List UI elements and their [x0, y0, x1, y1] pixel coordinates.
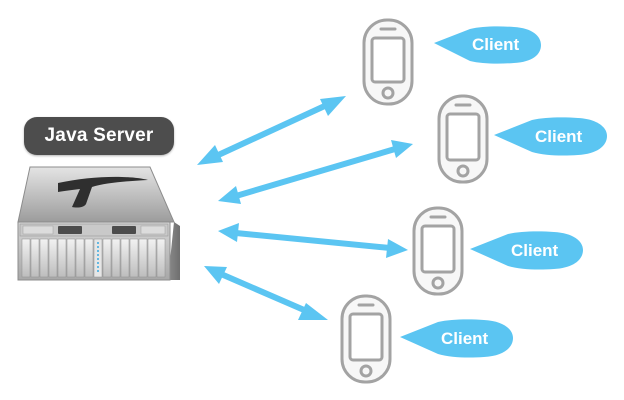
drive-bays: [21, 238, 166, 278]
client-phone-2: [437, 94, 489, 184]
connection-arrows: [197, 96, 413, 320]
arrow-client-2: [218, 140, 413, 204]
server-label: Java Server: [24, 117, 174, 155]
server-logo: [58, 176, 148, 208]
client-bubble-4: [400, 319, 513, 358]
client-phone-1: [362, 18, 414, 106]
client-label-2: Client: [535, 127, 583, 146]
client-label-3: Client: [511, 241, 559, 260]
client-bubble-3: [470, 231, 583, 270]
client-label-4: Client: [441, 329, 489, 348]
rack-server-icon: [17, 166, 180, 281]
client-bubble-2: [494, 117, 607, 156]
client-phone-3: [412, 206, 464, 296]
arrow-client-4: [204, 266, 328, 320]
arrow-client-1: [197, 96, 346, 165]
arrow-client-3: [218, 223, 408, 258]
client-bubble-1: [434, 26, 541, 64]
server-label-text: Java Server: [44, 125, 154, 146]
client-label-1: Client: [472, 35, 520, 54]
client-phone-4: [340, 294, 392, 384]
